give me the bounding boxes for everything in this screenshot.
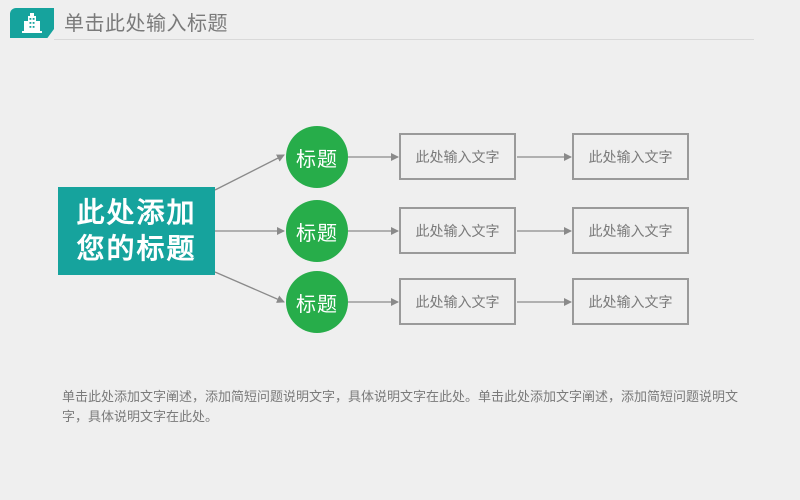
text-box-row-1-col-2[interactable]: 此处输入文字 bbox=[572, 133, 689, 180]
text-box-row-3-col-2[interactable]: 此处输入文字 bbox=[572, 278, 689, 325]
text-box-row-1-col-1[interactable]: 此处输入文字 bbox=[399, 133, 516, 180]
description-text[interactable]: 单击此处添加文字阐述，添加简短问题说明文字，具体说明文字在此处。单击此处添加文字… bbox=[62, 390, 739, 425]
header-divider bbox=[54, 39, 754, 40]
main-node[interactable]: 此处添加 您的标题 bbox=[58, 187, 215, 275]
header: 单击此处输入标题 bbox=[0, 0, 800, 46]
connector-main-to-node-1 bbox=[214, 154, 285, 191]
text-box-row-2-col-2[interactable]: 此处输入文字 bbox=[572, 207, 689, 254]
text-box-row-2-col-1[interactable]: 此处输入文字 bbox=[399, 207, 516, 254]
main-node-line-2: 您的标题 bbox=[76, 232, 197, 265]
main-node-line-1: 此处添加 bbox=[76, 196, 197, 229]
connector-main-to-node-3 bbox=[214, 271, 285, 303]
header-badge bbox=[10, 8, 54, 38]
title-node-3[interactable]: 标题 bbox=[286, 271, 348, 333]
text-box-row-3-col-1[interactable]: 此处输入文字 bbox=[399, 278, 516, 325]
title-node-1[interactable]: 标题 bbox=[286, 126, 348, 188]
title-node-2[interactable]: 标题 bbox=[286, 200, 348, 262]
page-title: 单击此处输入标题 bbox=[64, 11, 228, 35]
building-icon bbox=[22, 13, 42, 33]
